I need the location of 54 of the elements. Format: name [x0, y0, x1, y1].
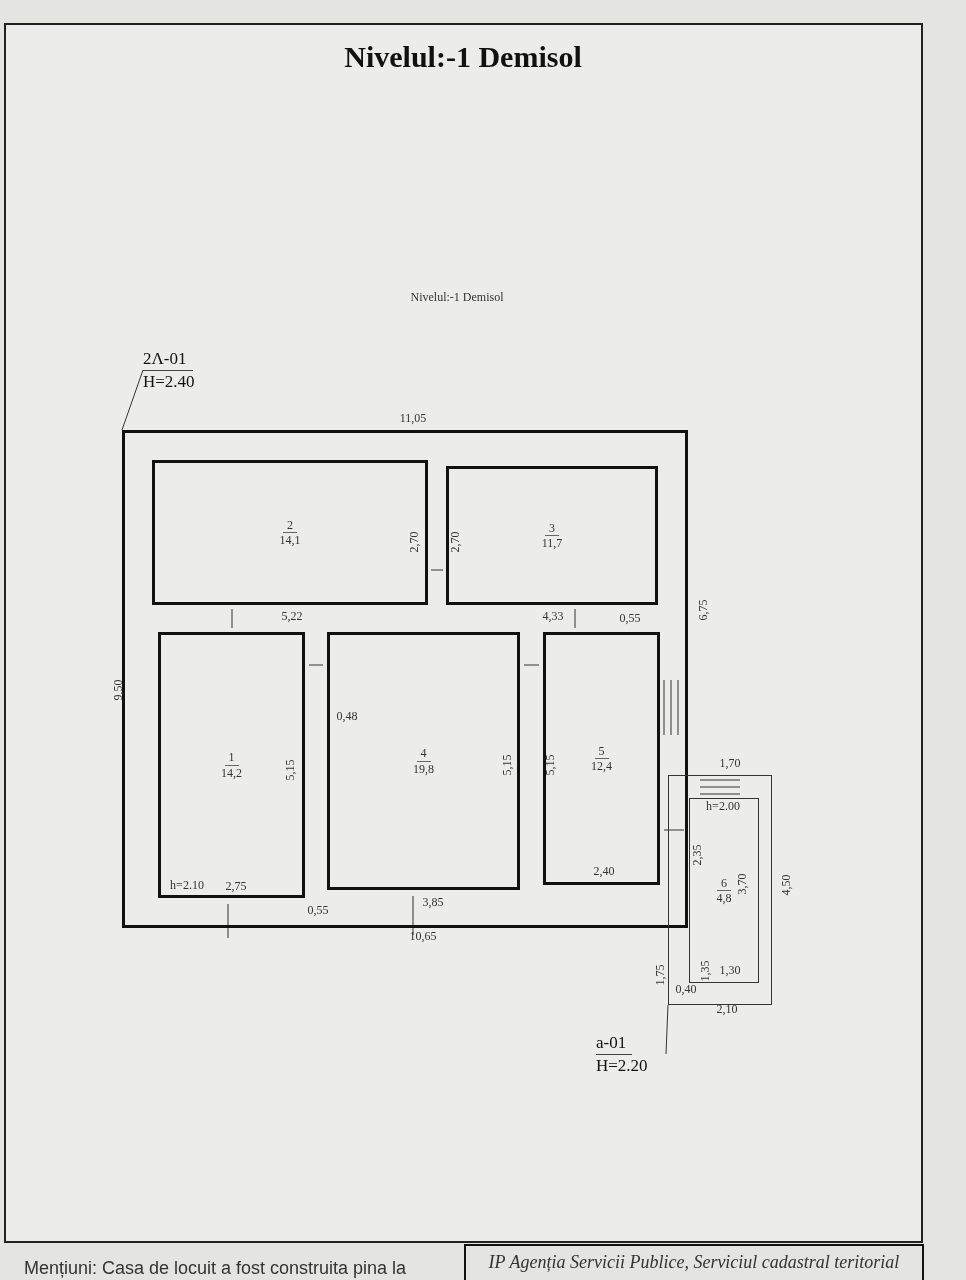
- dimension-label: 1,30: [719, 964, 741, 976]
- room-box: [327, 632, 520, 890]
- room-number: 4: [416, 746, 431, 762]
- room-area: 12,4: [587, 759, 616, 774]
- dimension-label: 5,15: [501, 754, 513, 776]
- note-text: Mențiuni: Casa de locuit a fost construita pina la: [23, 1259, 407, 1277]
- room-box: [152, 460, 428, 605]
- dimension-label: 4,33: [542, 610, 564, 622]
- dimension-label: 2,35: [691, 844, 703, 866]
- room-number: 5: [594, 743, 609, 759]
- dimension-label: 0,40: [675, 983, 697, 995]
- annex-room: [668, 775, 772, 1005]
- room-box: [446, 466, 658, 605]
- dimension-label: 10,65: [409, 930, 437, 942]
- dimension-label: h=2.10: [170, 879, 204, 891]
- height-label: H=2.40: [143, 370, 196, 392]
- dimension-label: 0,55: [619, 612, 641, 624]
- office-name: IP Agenția Servicii Publice, Serviciul cadastral teritorial: [487, 1252, 901, 1274]
- room-number: 2: [283, 517, 297, 533]
- room-area: 19,8: [409, 761, 438, 776]
- height-label: H=2.20: [596, 1054, 649, 1076]
- callout-code: a-01: [596, 1032, 633, 1055]
- dimension-label: 2,70: [449, 531, 461, 553]
- dimension-label: 2,70: [408, 531, 420, 553]
- room-number: 3: [545, 520, 559, 536]
- dimension-label: 11,05: [399, 412, 427, 424]
- room-box: [158, 632, 305, 898]
- dimension-label: 5,22: [281, 610, 303, 622]
- dimension-label: 9,50: [112, 679, 124, 701]
- page-title: Nivelul:-1 Demisol: [344, 40, 582, 73]
- dimension-label: h=2.00: [706, 800, 740, 812]
- dimension-label: 5,15: [544, 754, 556, 776]
- dimension-label: 2,10: [716, 1003, 738, 1015]
- room-area: 14,1: [275, 533, 305, 548]
- dimension-label: 0,55: [307, 904, 329, 916]
- room-box: [543, 632, 660, 885]
- room-number: 6: [717, 875, 731, 891]
- building-outline: [122, 430, 688, 928]
- dimension-label: 6,75: [697, 599, 709, 621]
- callout-code: 2Λ-01: [143, 348, 193, 371]
- dimension-label: 2,75: [225, 880, 247, 892]
- room-number: 1: [224, 750, 239, 766]
- leader-line: [121, 369, 144, 431]
- dimension-label: 5,15: [284, 759, 296, 781]
- dimension-label: 3,70: [736, 873, 748, 895]
- plan-subtitle: Nivelul:-1 Demisol: [410, 291, 504, 303]
- leader-line: [665, 1004, 669, 1055]
- room-area: 11,7: [537, 536, 567, 551]
- title-block: [464, 1244, 924, 1280]
- room-area: 4,8: [712, 891, 736, 906]
- dimension-label: 2,40: [593, 865, 615, 877]
- dimension-label: 1,35: [699, 960, 711, 982]
- dimension-label: 0,48: [336, 710, 358, 722]
- room-area: 14,2: [217, 765, 246, 780]
